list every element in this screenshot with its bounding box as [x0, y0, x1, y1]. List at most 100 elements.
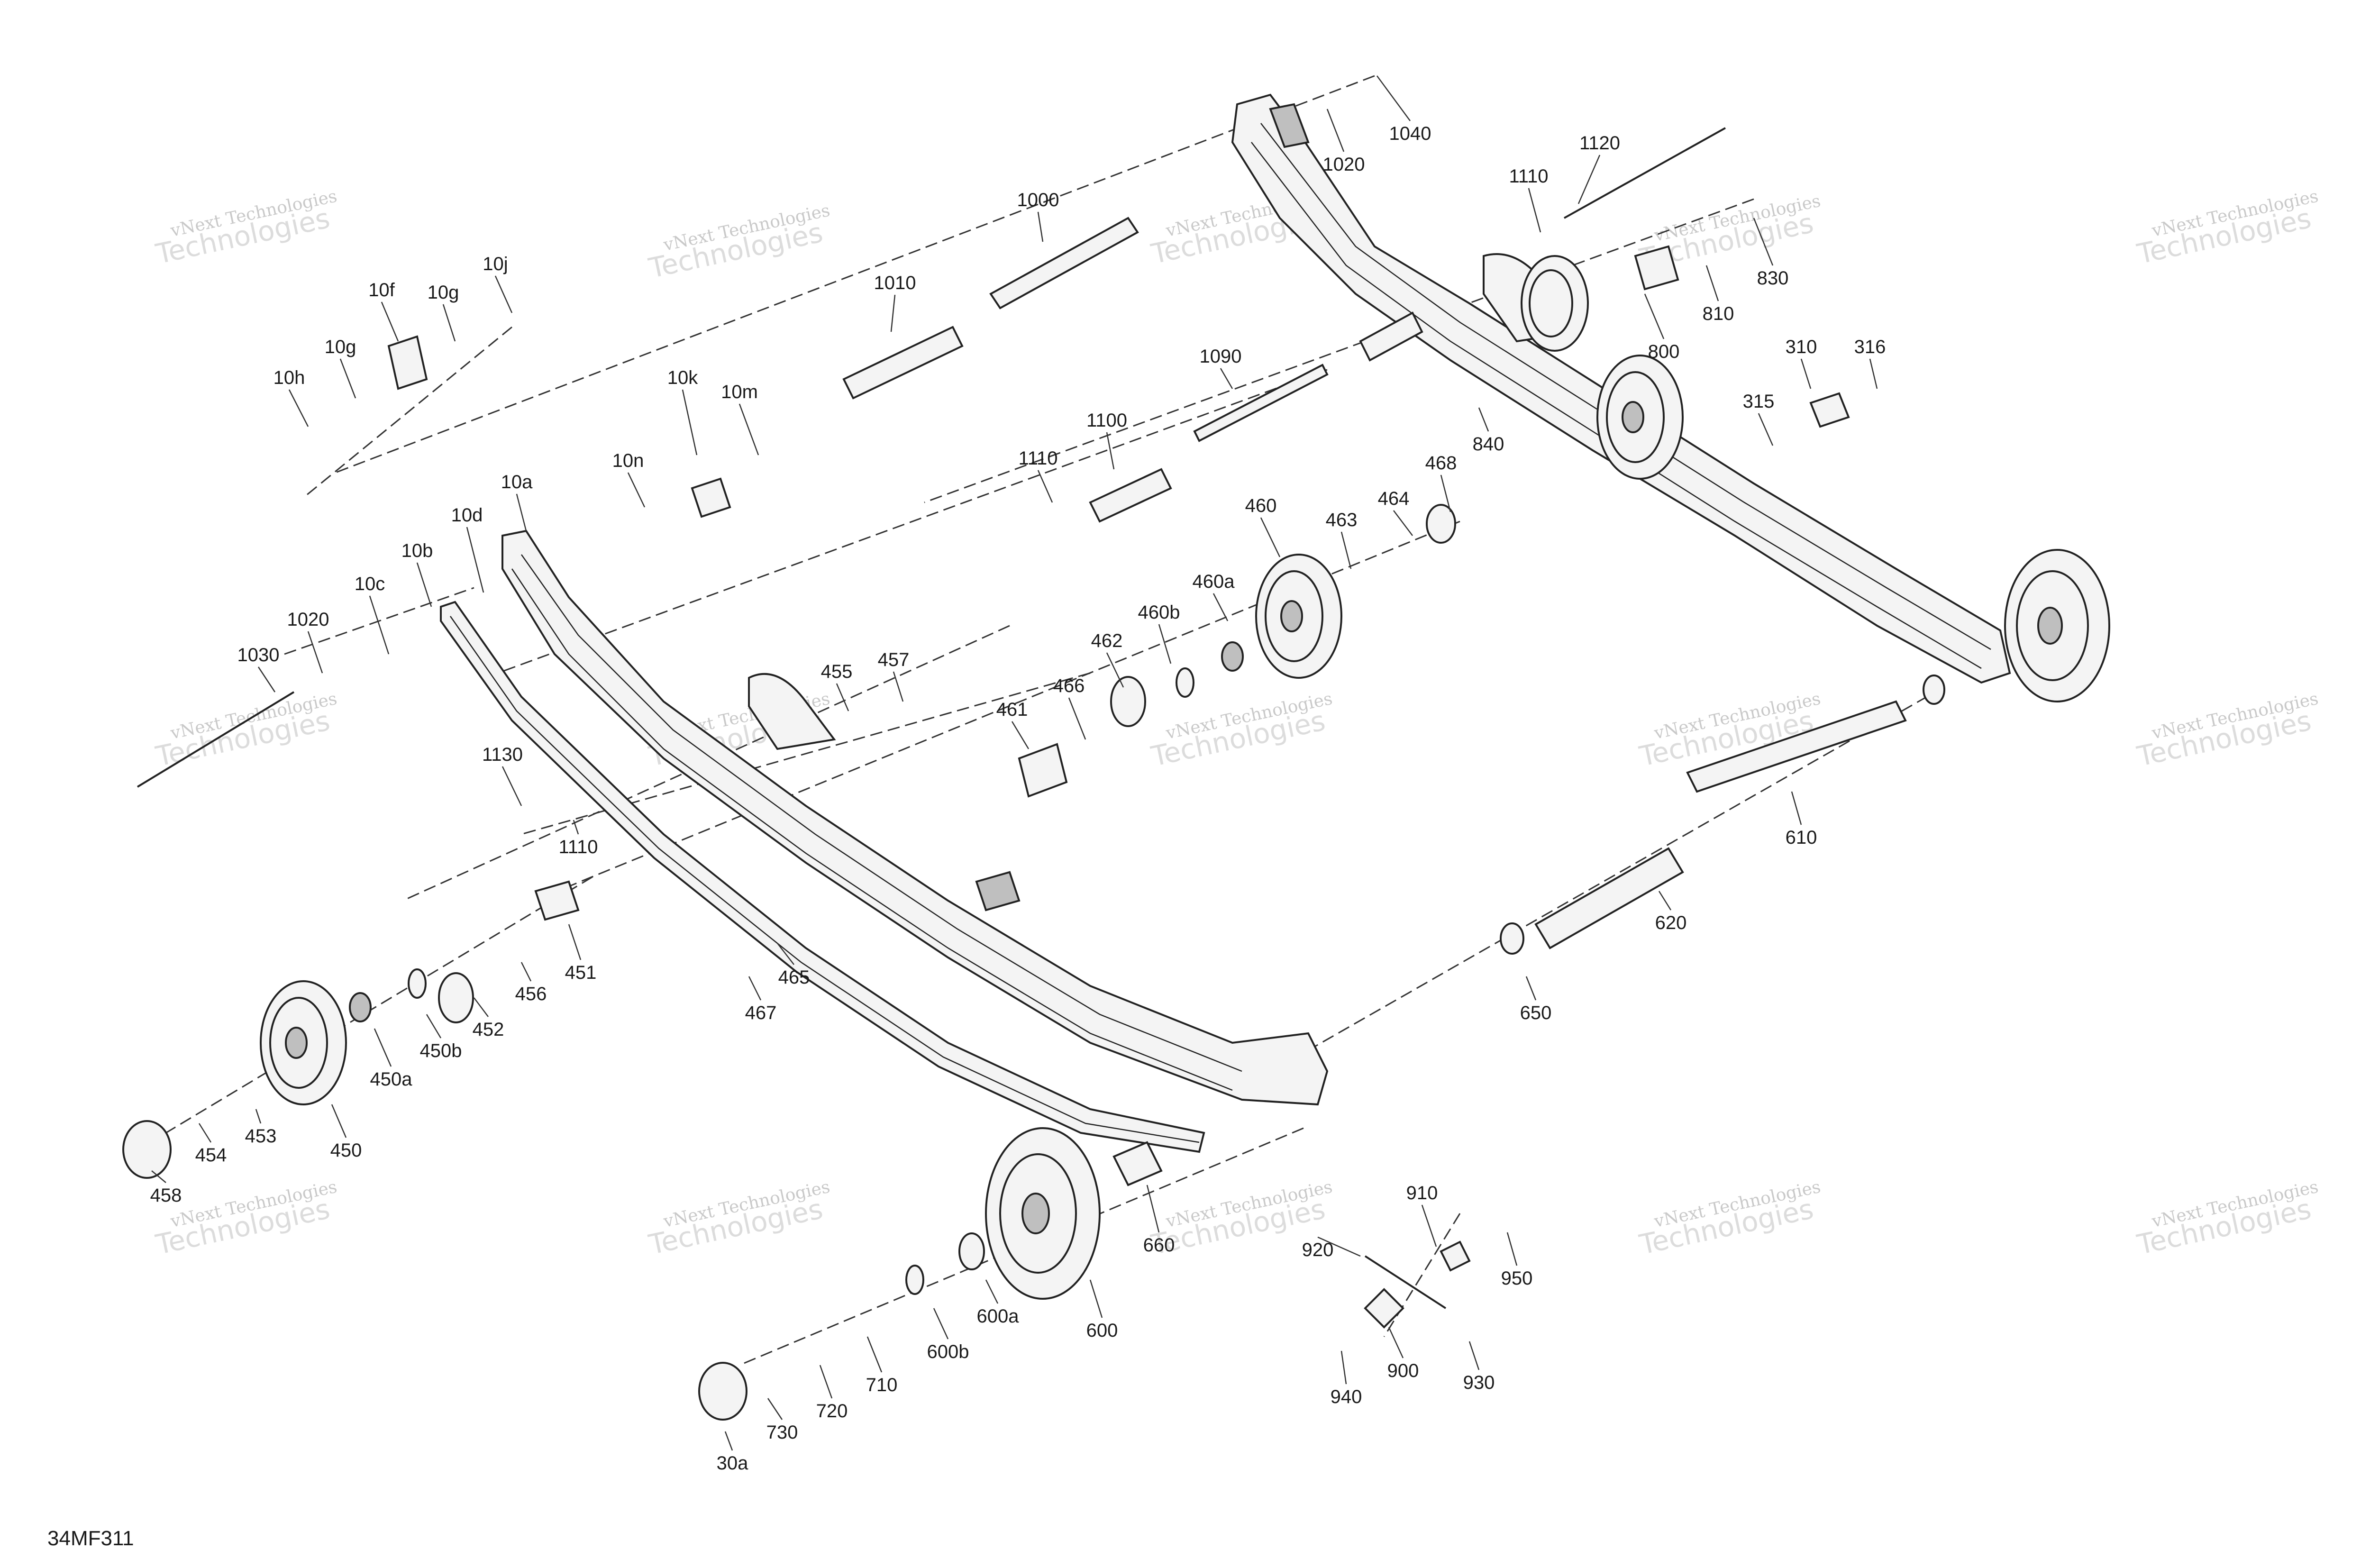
- callout-leader: [474, 997, 489, 1017]
- callout-leader: [890, 294, 896, 332]
- callout-leader: [369, 595, 390, 655]
- callout-10m: 10m: [721, 382, 759, 456]
- callout-10f: 10f: [368, 280, 399, 342]
- callout-leader: [466, 527, 484, 593]
- callout-leader: [767, 1398, 783, 1420]
- callout-label: 710: [866, 1375, 898, 1395]
- shafts-and-tubes: [137, 127, 1907, 949]
- callout-label: 462: [1091, 630, 1123, 651]
- callout-leader: [339, 358, 356, 399]
- callout-label: 450b: [420, 1040, 462, 1061]
- callout-leader: [1011, 721, 1030, 749]
- callout-10g2: 10g: [325, 337, 356, 399]
- callout-1020b: 1020: [287, 609, 329, 674]
- callout-label: 30a: [717, 1453, 748, 1474]
- callout-label: 466: [1053, 675, 1085, 696]
- callout-label: 1110: [1018, 448, 1057, 469]
- callout-462: 462: [1091, 630, 1124, 688]
- callout-leader: [1326, 109, 1345, 152]
- callout-leader: [1376, 75, 1411, 121]
- callout-458: 458: [150, 1170, 182, 1206]
- callout-30a: 30a: [717, 1431, 748, 1474]
- callout-label: 720: [816, 1401, 848, 1422]
- wheel-upper-front: [1521, 255, 1589, 352]
- callout-label: 930: [1463, 1372, 1495, 1393]
- callout-710: 710: [866, 1336, 898, 1395]
- callout-label: 810: [1703, 303, 1734, 324]
- callout-468: 468: [1425, 453, 1457, 512]
- callout-label: 1000: [1017, 190, 1059, 210]
- callout-label: 452: [473, 1019, 504, 1040]
- callout-leader: [1791, 791, 1802, 825]
- callout-label: 620: [1655, 912, 1687, 933]
- callout-650: 650: [1520, 976, 1551, 1023]
- callout-10c: 10c: [355, 574, 390, 655]
- callout-label: 1010: [874, 273, 916, 293]
- callout-610: 610: [1786, 791, 1817, 848]
- callout-leader: [748, 976, 762, 1001]
- callout-leader: [1340, 531, 1352, 569]
- callout-leader: [494, 275, 513, 313]
- callout-label: 316: [1854, 337, 1886, 357]
- callout-620: 620: [1655, 891, 1687, 933]
- callout-600a: 600a: [977, 1279, 1019, 1327]
- callout-label: 1020: [287, 609, 329, 630]
- callout-label: 10g: [428, 282, 459, 303]
- callout-leader: [307, 631, 323, 674]
- callout-label: 10a: [501, 472, 533, 492]
- callout-leader: [1393, 510, 1413, 536]
- callout-label: 940: [1331, 1386, 1362, 1407]
- callout-1000: 1000: [1017, 190, 1059, 242]
- callout-leader: [627, 472, 646, 508]
- callout-label: 10h: [273, 367, 305, 388]
- callout-310: 310: [1786, 337, 1817, 389]
- wheel-upper-rear: [1596, 355, 1684, 480]
- callout-leader: [255, 1109, 262, 1124]
- callout-label: 1130: [482, 744, 523, 765]
- callout-label: 610: [1786, 827, 1817, 848]
- callout-leader: [893, 671, 904, 702]
- callout-950: 950: [1501, 1232, 1532, 1289]
- callout-10j: 10j: [483, 254, 513, 313]
- callout-600b: 600b: [927, 1308, 969, 1362]
- callout-leader: [1146, 1185, 1160, 1233]
- callout-leader: [1705, 265, 1719, 301]
- callout-leader: [1528, 188, 1541, 233]
- callout-leader: [1440, 474, 1451, 512]
- callout-1010: 1010: [874, 273, 916, 332]
- wheel-600: [985, 1127, 1101, 1300]
- callout-label: 468: [1425, 453, 1457, 474]
- callout-label: 10n: [612, 450, 644, 471]
- callout-label: 454: [195, 1145, 227, 1166]
- callout-leader: [516, 493, 527, 531]
- callout-label: 840: [1473, 434, 1504, 455]
- callout-label: 660: [1143, 1235, 1175, 1256]
- callout-label: 1020: [1323, 154, 1365, 175]
- callout-label: 467: [745, 1003, 777, 1023]
- callout-leader: [985, 1279, 999, 1304]
- callout-label: 460: [1245, 495, 1277, 516]
- callout-label: 900: [1387, 1360, 1419, 1381]
- callout-label: 1110: [558, 837, 598, 857]
- callout-460b: 460b: [1138, 602, 1180, 664]
- slide-strip: [440, 601, 1205, 1153]
- callout-leader: [1644, 293, 1665, 339]
- wheel-450: [260, 980, 347, 1105]
- callout-label: 450: [330, 1140, 362, 1161]
- callout-label: 910: [1406, 1183, 1438, 1203]
- callout-810: 810: [1703, 265, 1734, 324]
- callout-1020a: 1020: [1323, 109, 1365, 175]
- callout-leader: [1037, 211, 1044, 242]
- callout-10h: 10h: [273, 367, 309, 427]
- callout-leader: [1869, 358, 1878, 389]
- callout-1030: 1030: [237, 645, 279, 693]
- callout-10b: 10b: [401, 540, 433, 607]
- callout-leader: [151, 1170, 166, 1183]
- callout-460a: 460a: [1193, 571, 1235, 621]
